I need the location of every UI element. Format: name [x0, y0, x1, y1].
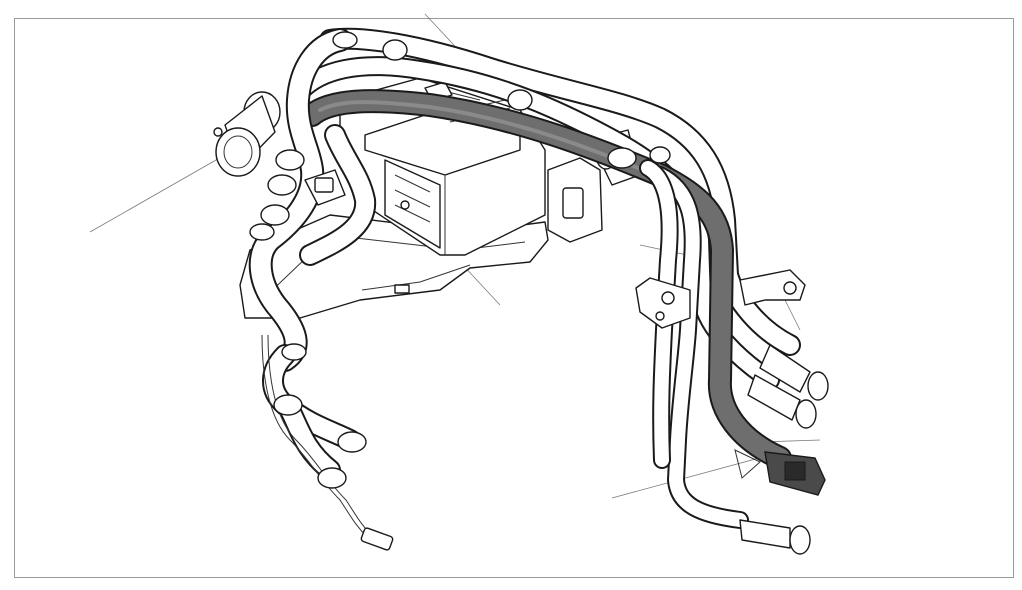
temperature-sensor [304, 169, 346, 206]
coolant-hose-left [248, 28, 377, 372]
coolant-pipe-middle [290, 56, 780, 390]
coolant-pipe-long-left [639, 159, 749, 529]
coolant-hose-lower-left [261, 334, 394, 551]
leader-line [611, 454, 771, 499]
mounting-bracket-right [635, 269, 806, 329]
electrical-connector [734, 449, 826, 496]
leader-line [89, 151, 231, 233]
hose-clamps-left [249, 31, 671, 489]
hose-connectors-right [739, 344, 829, 555]
leader-line [784, 299, 801, 331]
hose-connector-top-left [213, 91, 281, 177]
